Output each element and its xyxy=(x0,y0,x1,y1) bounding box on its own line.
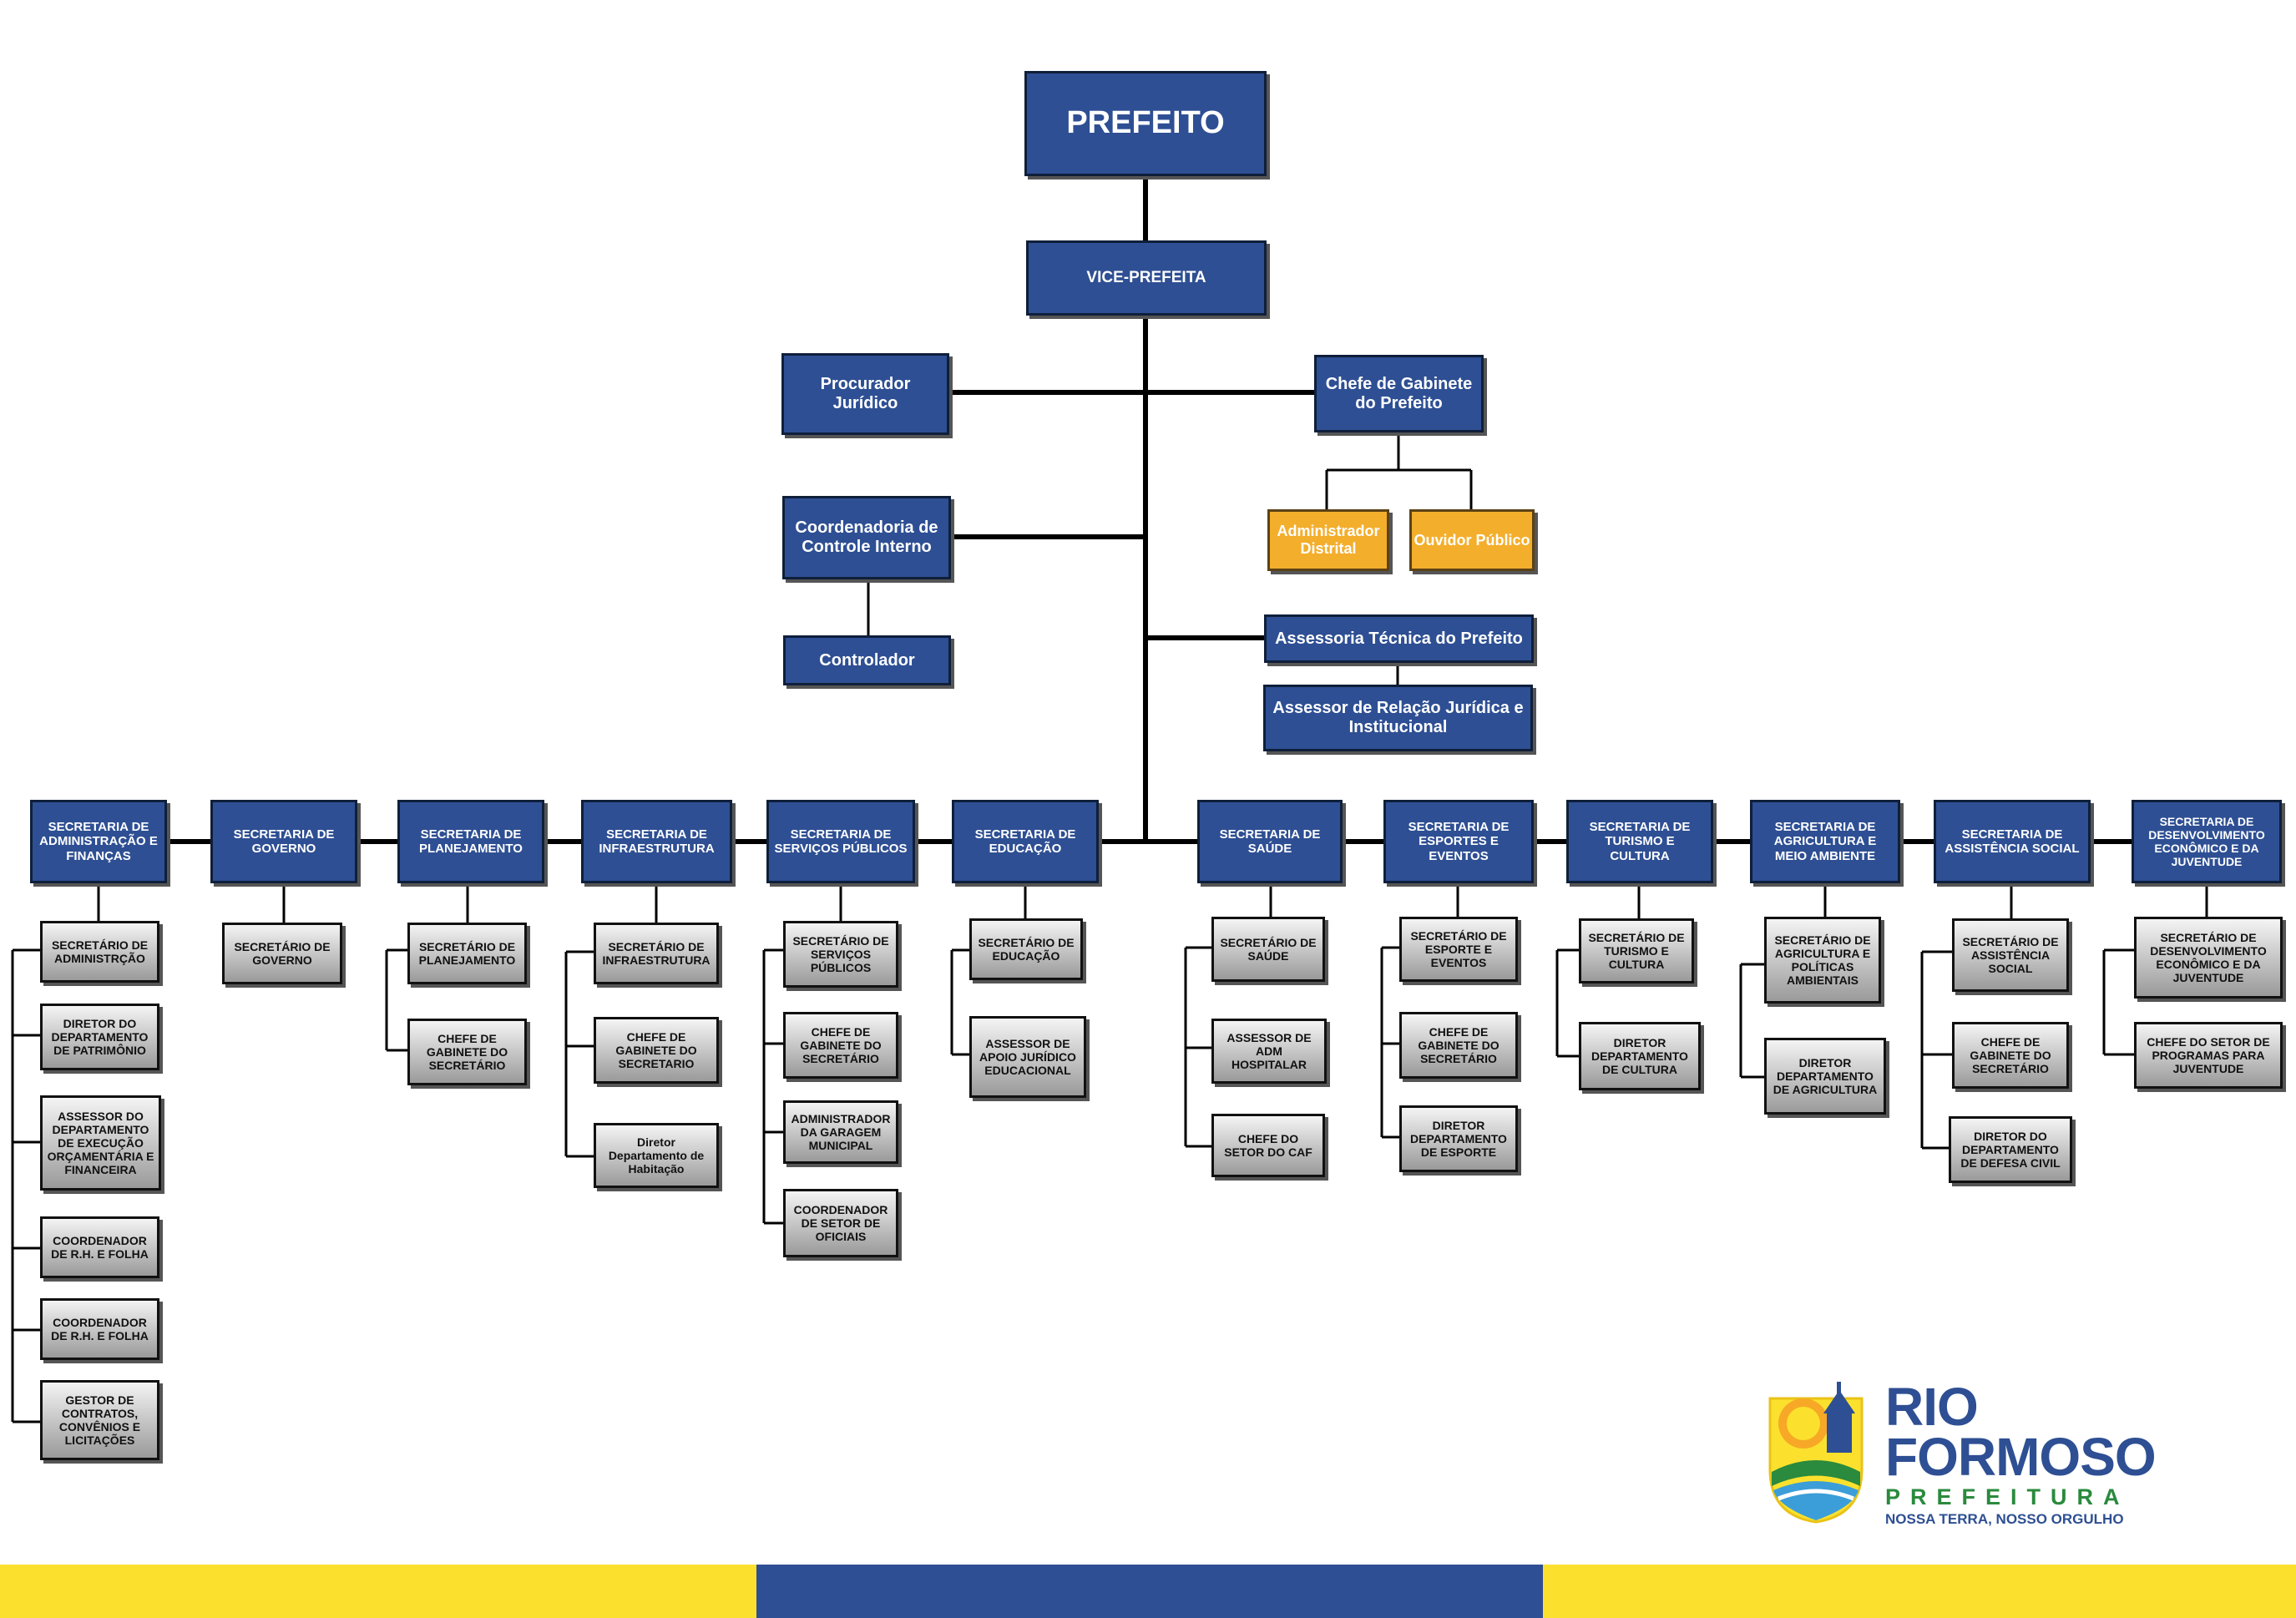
mayor-box: PREFEITO xyxy=(1024,71,1267,176)
staff-box: CHEFE DE GABINETE DO SECRETÁRIO xyxy=(407,1019,527,1085)
chefe-gabinete-box: Chefe de Gabinete do Prefeito xyxy=(1314,355,1484,432)
staff-box: ASSESSOR DO DEPARTAMENTO DE EXECUÇÃO ORÇ… xyxy=(40,1095,161,1191)
staff-box: DIRETOR DEPARTAMENTO DE CULTURA xyxy=(1579,1022,1701,1090)
staff-box: CHEFE DE GABINETE DO SECRETÁRIO xyxy=(1399,1012,1518,1079)
staff-box: CHEFE DE GABINETE DO SECRETÁRIO xyxy=(783,1012,898,1079)
staff-box: SECRETÁRIO DE GOVERNO xyxy=(222,923,342,984)
staff-box: SECRETÁRIO DE ESPORTE E EVENTOS xyxy=(1399,917,1518,982)
staff-box: GESTOR DE CONTRATOS, CONVÊNIOS E LICITAÇ… xyxy=(40,1380,159,1460)
staff-box: ASSESSOR DE ADM HOSPITALAR xyxy=(1211,1019,1327,1084)
staff-box: SECRETÁRIO DE EDUCAÇÃO xyxy=(969,918,1083,980)
secretaria-turismo-cultura: SECRETARIA DE TURISMO E CULTURA xyxy=(1566,800,1713,883)
secretaria-administracao-financas: SECRETARIA DE ADMINISTRAÇÃO E FINANÇAS xyxy=(30,800,167,883)
secretaria-servicos-publicos: SECRETARIA DE SERVIÇOS PÚBLICOS xyxy=(766,800,915,883)
secretaria-educacao: SECRETARIA DE EDUCAÇÃO xyxy=(952,800,1099,883)
staff-box: SECRETÁRIO DE AGRICULTURA E POLÍTICAS AM… xyxy=(1764,917,1881,1004)
staff-box: DIRETOR DO DEPARTAMENTO DE DEFESA CIVIL xyxy=(1949,1116,2072,1183)
logo-emblem-icon xyxy=(1768,1382,1864,1524)
staff-box: CHEFE DE GABINETE DO SECRETÁRIO xyxy=(1952,1022,2069,1089)
secretaria-governo: SECRETARIA DE GOVERNO xyxy=(210,800,357,883)
logo-subtitle: PREFEITURA xyxy=(1885,1484,2130,1509)
staff-box: SECRETÁRIO DE TURISMO E CULTURA xyxy=(1579,918,1694,983)
staff-box: DIRETOR DEPARTAMENTO DE AGRICULTURA xyxy=(1764,1038,1886,1115)
secretaria-saude: SECRETARIA DE SAÚDE xyxy=(1197,800,1343,883)
staff-box: COORDENADOR DE SETOR DE OFICIAIS xyxy=(783,1189,898,1257)
staff-box: SECRETÁRIO DE SAÚDE xyxy=(1211,917,1325,982)
staff-box: SECRETÁRIO DE SERVIÇOS PÚBLICOS xyxy=(783,921,898,988)
secretaria-infraestrutura: SECRETARIA DE INFRAESTRUTURA xyxy=(581,800,732,883)
secretaria-esportes-eventos: SECRETARIA DE ESPORTES E EVENTOS xyxy=(1383,800,1534,883)
staff-box: CHEFE DO SETOR DE PROGRAMAS PARA JUVENTU… xyxy=(2134,1022,2283,1089)
secretaria-agricultura-meio-ambiente: SECRETARIA DE AGRICULTURA E MEIO AMBIENT… xyxy=(1750,800,1900,883)
assessoria-tecnica-box: Assessoria Técnica do Prefeito xyxy=(1264,614,1534,663)
administrador-distrital-box: Administrador Distrital xyxy=(1267,509,1389,571)
procurador-box: Procurador Jurídico xyxy=(781,353,949,435)
staff-box: Diretor Departamento de Habitação xyxy=(594,1123,719,1188)
logo-slogan: NOSSA TERRA, NOSSO ORGULHO xyxy=(1885,1511,2124,1527)
staff-box: COORDENADOR DE R.H. E FOLHA xyxy=(40,1216,159,1278)
staff-box: SECRETÁRIO DE PLANEJAMENTO xyxy=(407,923,527,984)
secretaria-assistencia-social: SECRETARIA DE ASSISTÊNCIA SOCIAL xyxy=(1934,800,2091,883)
staff-box: DIRETOR DO DEPARTAMENTO DE PATRIMÔNIO xyxy=(40,1004,159,1070)
logo-name-line2: FORMOSO xyxy=(1885,1427,2157,1487)
logo-name-line1: RIO xyxy=(1885,1377,1979,1437)
controle-interno-box: Coordenadoria de Controle Interno xyxy=(782,496,951,579)
staff-box: SECRETÁRIO DE ADMINISTRÇÃO xyxy=(40,921,159,983)
controlador-box: Controlador xyxy=(783,635,951,685)
staff-box: COORDENADOR DE R.H. E FOLHA xyxy=(40,1298,159,1360)
rio-formoso-logo: RIO FORMOSO PREFEITURA NOSSA TERRA, NOSS… xyxy=(1753,1377,2221,1532)
vice-mayor-box: VICE-PREFEITA xyxy=(1026,240,1267,316)
logo-text: RIO FORMOSO PREFEITURA NOSSA TERRA, NOSS… xyxy=(1885,1377,2157,1529)
footer-bar-yellow-left xyxy=(0,1565,756,1618)
staff-box: ASSESSOR DE APOIO JURÍDICO EDUCACIONAL xyxy=(969,1016,1086,1098)
secretaria-desenvolvimento-economico-juventude: SECRETARIA DE DESENVOLVIMENTO ECONÔMICO … xyxy=(2132,800,2282,883)
assessor-relacao-box: Assessor de Relação Jurídica e Instituci… xyxy=(1263,685,1533,751)
staff-box: SECRETÁRIO DE INFRAESTRUTURA xyxy=(594,923,719,984)
staff-box: ADMINISTRADOR DA GARAGEM MUNICIPAL xyxy=(783,1100,898,1164)
ouvidor-publico-box: Ouvidor Público xyxy=(1409,509,1535,571)
staff-box: CHEFE DE GABINETE DO SECRETARIO xyxy=(594,1017,719,1084)
footer-bar-blue xyxy=(756,1565,1543,1618)
secretaria-planejamento: SECRETARIA DE PLANEJAMENTO xyxy=(397,800,544,883)
footer-bar-yellow-right xyxy=(1543,1565,2296,1618)
staff-box: SECRETÁRIO DE ASSISTÊNCIA SOCIAL xyxy=(1952,918,2069,992)
staff-box: CHEFE DO SETOR DO CAF xyxy=(1211,1114,1325,1177)
staff-box: SECRETÁRIO DE DESENVOLVIMENTO ECONÔMICO … xyxy=(2134,917,2283,999)
staff-box: DIRETOR DEPARTAMENTO DE ESPORTE xyxy=(1399,1105,1518,1172)
